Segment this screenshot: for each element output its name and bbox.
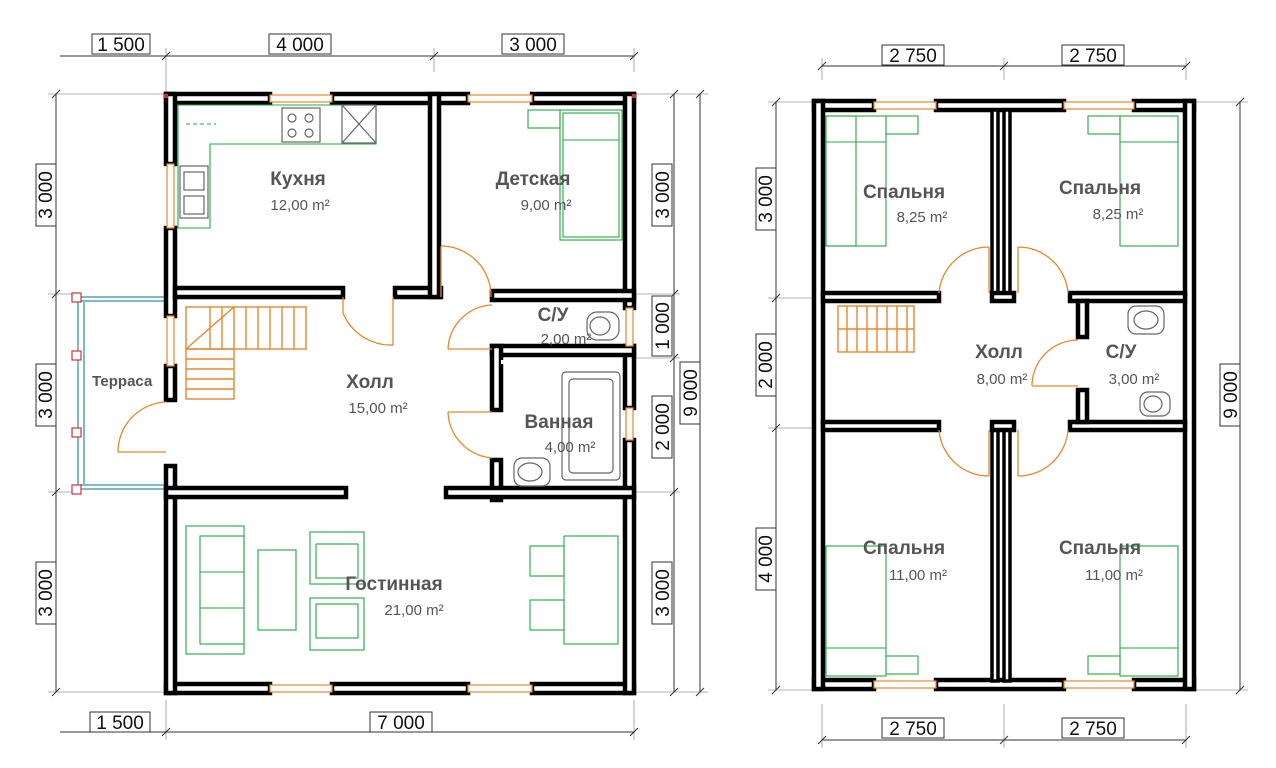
upper-staircase bbox=[837, 305, 915, 353]
upper-dim-top-2: 2 750 bbox=[1069, 46, 1117, 67]
ground-walls bbox=[163, 91, 637, 696]
upper-dim-left-1: 3 000 bbox=[756, 175, 777, 223]
ground-dim-right-3: 2 000 bbox=[653, 403, 674, 451]
room-area-hall: 15,00 m² bbox=[348, 400, 407, 417]
ground-dim-right-4: 3 000 bbox=[653, 569, 674, 617]
upper-bath-fixtures bbox=[1127, 305, 1171, 417]
upper-dim-left-3: 4 000 bbox=[756, 535, 777, 583]
upper-dims-bottom: 2 750 2 750 bbox=[817, 704, 1191, 748]
room-area-kitchen: 12,00 m² bbox=[270, 197, 329, 214]
room-area-bedroom-1: 8,25 m² bbox=[897, 209, 948, 226]
room-name-kids: Детская bbox=[496, 169, 571, 190]
upper-floor-plan: 2 750 2 750 2 750 2 750 bbox=[755, 44, 1248, 748]
room-name-living: Гостинная bbox=[345, 574, 442, 595]
upper-doors bbox=[938, 246, 1079, 477]
ground-dim-bottom-1: 1 500 bbox=[96, 713, 144, 734]
ground-windows bbox=[164, 94, 636, 693]
upper-room-labels: Спальня 8,25 m² Спальня 8,25 m² Холл 8,0… bbox=[863, 178, 1159, 584]
room-name-kitchen: Кухня bbox=[270, 169, 326, 190]
upper-dim-bottom-2: 2 750 bbox=[1069, 719, 1117, 740]
upper-bedroom-furniture bbox=[825, 115, 1179, 677]
ground-dims-right: 3 000 1 000 2 000 3 000 9 000 bbox=[636, 89, 708, 697]
ground-dim-top-2: 4 000 bbox=[276, 35, 324, 56]
ground-dims-bottom: 1 500 7 000 bbox=[60, 700, 639, 740]
ground-dim-right-2: 1 000 bbox=[653, 302, 674, 350]
ground-dim-bottom-2: 7 000 bbox=[377, 713, 425, 734]
upper-dim-right-total: 9 000 bbox=[1221, 371, 1242, 419]
terrace-label: Терраса bbox=[92, 373, 153, 390]
upper-dims-left: 3 000 2 000 4 000 bbox=[755, 97, 812, 695]
kids-room-furniture bbox=[527, 109, 623, 241]
ground-dim-right-total: 9 000 bbox=[681, 369, 702, 417]
ground-room-labels: Кухня 12,00 m² Детская 9,00 m² С/У 2,00 … bbox=[270, 169, 595, 619]
room-area-bedroom-3: 11,00 m² bbox=[889, 567, 947, 584]
ground-dim-top-1: 1 500 bbox=[97, 35, 145, 56]
upper-dim-bottom-1: 2 750 bbox=[889, 719, 937, 740]
room-name-upper-wc: С/У bbox=[1106, 342, 1137, 363]
room-area-bedroom-4: 11,00 m² bbox=[1085, 567, 1143, 584]
room-name-bedroom-3: Спальня bbox=[863, 538, 945, 559]
ground-dim-right-1: 3 000 bbox=[653, 171, 674, 219]
room-area-upper-wc: 3,00 m² bbox=[1109, 371, 1160, 388]
room-name-bedroom-1: Спальня bbox=[863, 182, 945, 203]
ground-dim-left-2: 3 000 bbox=[36, 371, 57, 419]
room-name-bedroom-4: Спальня bbox=[1059, 538, 1141, 559]
upper-windows bbox=[873, 101, 1135, 689]
room-area-bedroom-2: 8,25 m² bbox=[1093, 206, 1144, 223]
ground-staircase bbox=[185, 306, 307, 400]
ground-dim-top-3: 3 000 bbox=[509, 35, 557, 56]
ground-dim-left-3: 3 000 bbox=[36, 569, 57, 617]
room-area-upper-hall: 8,00 m² bbox=[977, 371, 1028, 388]
upper-dim-top-1: 2 750 bbox=[889, 46, 937, 67]
room-name-upper-hall: Холл bbox=[975, 342, 1023, 363]
ground-floor-plan: 1 500 4 000 3 000 1 500 7 000 bbox=[35, 33, 708, 740]
upper-walls bbox=[811, 98, 1197, 692]
ground-dims-left: 3 000 3 000 3 000 bbox=[35, 89, 164, 697]
room-name-hall: Холл bbox=[346, 372, 394, 393]
living-room-furniture bbox=[185, 525, 619, 655]
upper-dims-right: 9 000 bbox=[1196, 97, 1248, 695]
upper-dims-top: 2 750 2 750 bbox=[817, 44, 1191, 80]
room-name-bedroom-2: Спальня bbox=[1059, 178, 1141, 199]
room-name-wc: С/У bbox=[538, 305, 569, 326]
ground-bath-fixtures bbox=[513, 311, 621, 487]
ground-dims-top: 1 500 4 000 3 000 bbox=[60, 33, 639, 92]
ground-dim-left-1: 3 000 bbox=[36, 171, 57, 219]
room-area-kids: 9,00 m² bbox=[521, 197, 572, 214]
room-name-bath: Ванная bbox=[525, 412, 594, 433]
ground-doors bbox=[117, 245, 493, 459]
room-area-bath: 4,00 m² bbox=[545, 439, 596, 456]
terrace: Терраса bbox=[71, 292, 166, 495]
room-area-living: 21,00 m² bbox=[384, 602, 443, 619]
kitchen-furniture bbox=[177, 104, 377, 229]
upper-dim-left-2: 2 000 bbox=[756, 341, 777, 389]
room-area-wc: 2,00 m² bbox=[541, 331, 592, 348]
